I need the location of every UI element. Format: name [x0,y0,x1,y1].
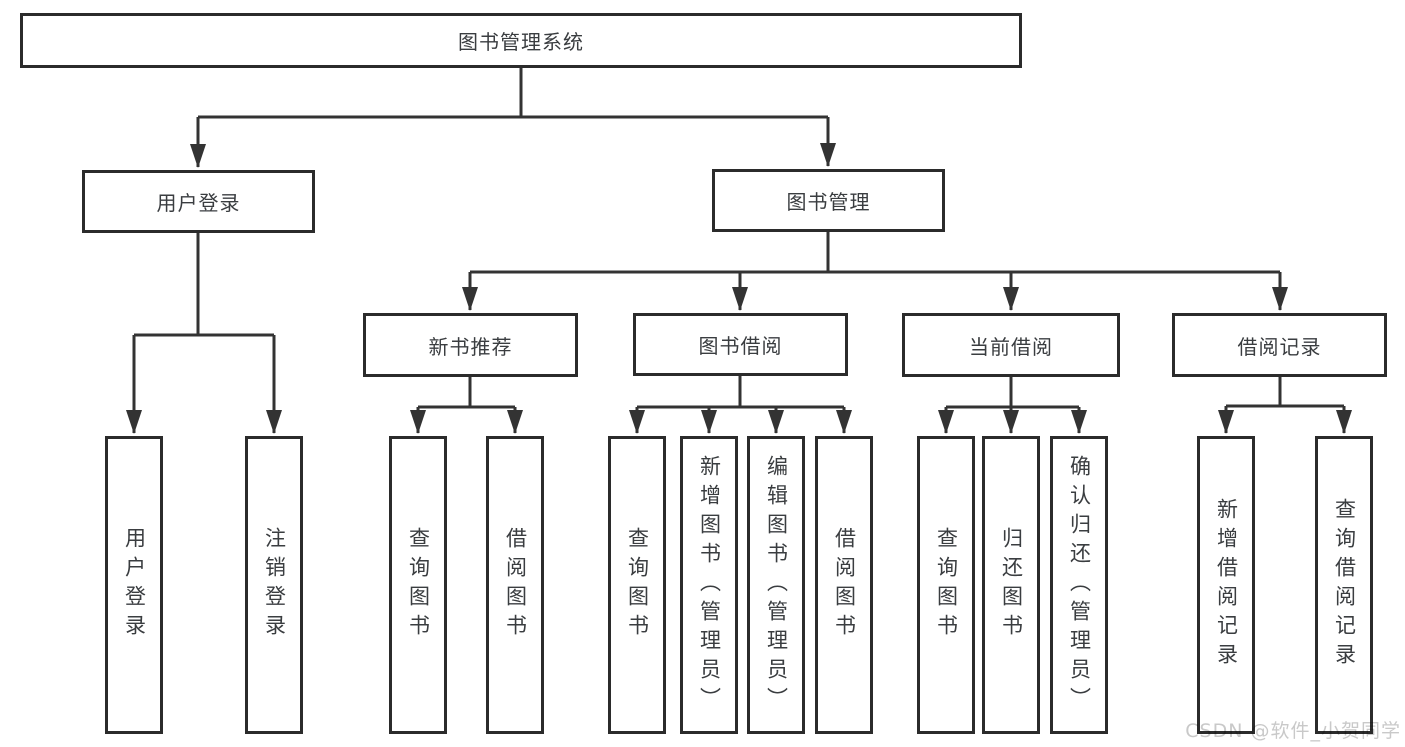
leaf-newbook-query-books: 查询图书 [389,436,447,734]
leaf-borrow-query-books: 查询图书 [608,436,666,734]
leaf-records-add-borrow-record: 新增借阅记录 [1197,436,1255,734]
node-user-login-branch: 用户登录 [82,170,315,233]
leaf-current-query-books-label: 查询图书 [934,527,959,643]
leaf-user-login: 用户登录 [105,436,163,734]
leaf-current-return-books: 归还图书 [982,436,1040,734]
leaf-records-query-borrow-record: 查询借阅记录 [1315,436,1373,734]
leaf-borrow-query-books-label: 查询图书 [625,527,650,643]
node-root-label: 图书管理系统 [458,30,584,54]
leaf-records-query-borrow-record-label: 查询借阅记录 [1332,498,1357,672]
leaf-user-login-label: 用户登录 [122,527,147,643]
leaf-newbook-borrow-books-label: 借阅图书 [503,527,528,643]
leaf-borrow-edit-books-admin: 编辑图书（管理员） [747,436,805,734]
leaf-borrow-edit-books-admin-label: 编辑图书（管理员） [764,454,789,716]
node-new-book-recommend: 新书推荐 [363,313,578,377]
leaf-current-return-books-label: 归还图书 [999,527,1024,643]
leaf-current-query-books: 查询图书 [917,436,975,734]
leaf-newbook-borrow-books: 借阅图书 [486,436,544,734]
leaf-current-confirm-return-admin: 确认归还（管理员） [1050,436,1108,734]
leaf-borrow-add-books-admin: 新增图书（管理员） [680,436,738,734]
node-new-book-recommend-label: 新书推荐 [428,334,513,359]
leaf-borrow-borrow-books: 借阅图书 [815,436,873,734]
leaf-newbook-query-books-label: 查询图书 [406,527,431,643]
csdn-watermark: CSDN @软件_小贺同学 [1185,720,1401,742]
leaf-borrow-add-books-admin-label: 新增图书（管理员） [697,454,722,716]
leaf-current-confirm-return-admin-label: 确认归还（管理员） [1067,454,1092,716]
node-user-login-branch-label: 用户登录 [156,191,241,215]
node-borrow-records-label: 借阅记录 [1237,334,1322,359]
node-current-borrow: 当前借阅 [902,313,1120,377]
leaf-logout-label: 注销登录 [262,527,287,643]
leaf-records-add-borrow-record-label: 新增借阅记录 [1214,498,1239,672]
node-book-borrow: 图书借阅 [633,313,848,376]
node-book-borrow-label: 图书借阅 [698,334,783,358]
node-book-management-branch: 图书管理 [712,169,945,232]
node-root: 图书管理系统 [20,13,1022,68]
node-book-management-branch-label: 图书管理 [786,190,871,214]
leaf-logout: 注销登录 [245,436,303,734]
node-current-borrow-label: 当前借阅 [969,334,1053,359]
leaf-borrow-borrow-books-label: 借阅图书 [832,527,857,643]
node-borrow-records: 借阅记录 [1172,313,1387,377]
